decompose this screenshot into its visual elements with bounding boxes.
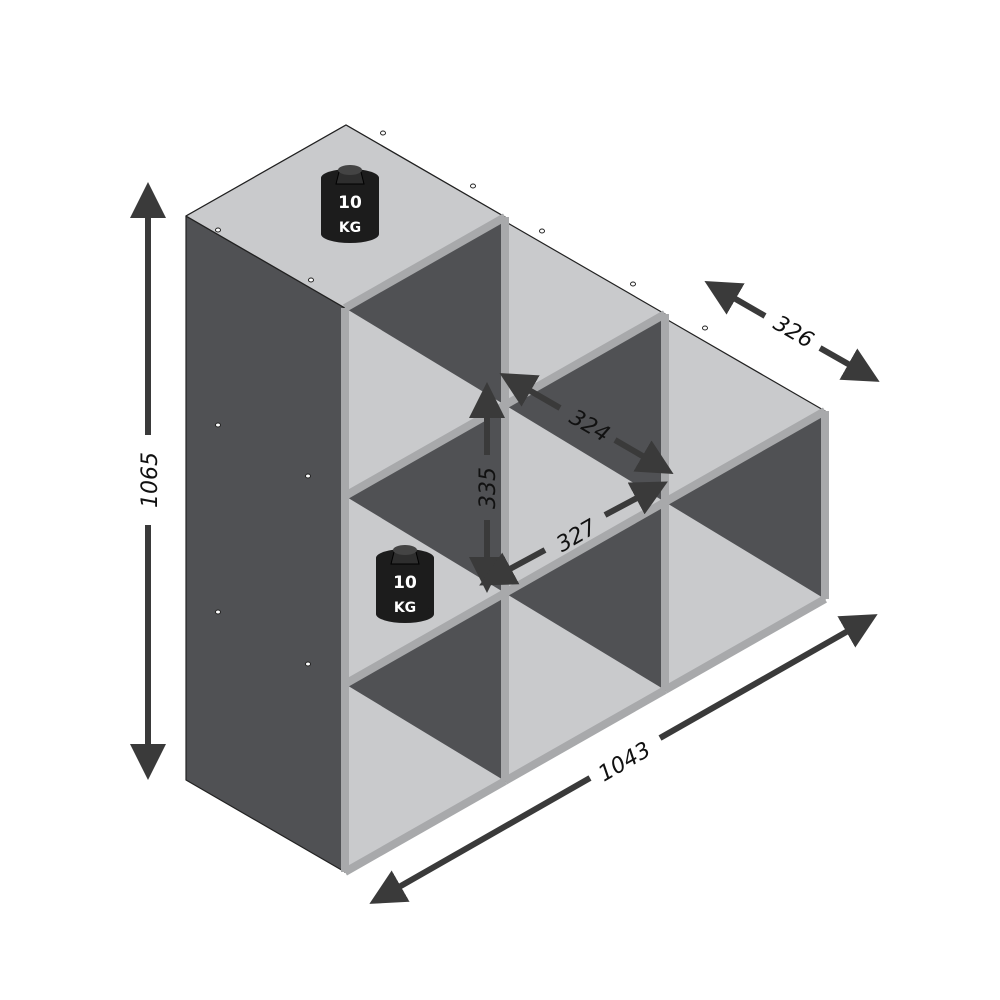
cube-shelf [185, 124, 829, 876]
dowel-hole [215, 227, 221, 233]
weight-unit: KG [339, 220, 361, 236]
cube-inner-wall [505, 314, 665, 502]
depth-arrow [818, 345, 880, 382]
shelf-edge [343, 777, 507, 876]
dowel-hole [702, 325, 708, 331]
shelf-edge [343, 401, 507, 500]
compartment-height-label: 335 [476, 467, 501, 509]
shelf-edge [343, 213, 507, 312]
width-label: 1043 [594, 738, 655, 788]
weight-icon: 10 KG [321, 165, 379, 243]
dowel-hole [305, 473, 311, 479]
compartment-depth-arrow [613, 437, 674, 475]
depth-arrow [704, 280, 767, 319]
dowel-hole [305, 661, 311, 667]
weight-icon: 10 KG [376, 545, 434, 623]
compartment-depth-arrow [499, 372, 562, 411]
cube-inner-wall [345, 217, 505, 405]
dowel-hole [630, 281, 636, 287]
dowel-hole [470, 183, 476, 189]
depth-label: 326 [769, 311, 818, 354]
shelf-edge [503, 686, 667, 785]
cube-inner-wall [345, 405, 505, 593]
dowel-hole [308, 277, 314, 283]
dowel-hole [215, 609, 221, 615]
cube-inner-wall [505, 502, 665, 690]
weight-value: 10 [338, 193, 362, 213]
shelf-edge [663, 407, 827, 506]
cube-inner-wall [665, 411, 825, 599]
compartment-width-arrow [479, 547, 547, 586]
shelf-edge [343, 589, 507, 688]
weight-value: 10 [393, 573, 417, 593]
dowel-hole [539, 228, 545, 234]
left-side-panel [185, 215, 346, 873]
compartment-width-arrow [603, 481, 668, 518]
dowel-hole [380, 130, 386, 136]
shelf-edge [663, 595, 827, 694]
height-label: 1065 [138, 452, 163, 508]
width-arrow [369, 775, 592, 904]
cube-inner-wall [345, 593, 505, 781]
weight-unit: KG [394, 600, 416, 616]
dowel-hole [215, 422, 221, 428]
width-arrow [658, 614, 878, 741]
shelf-edge [503, 498, 667, 597]
